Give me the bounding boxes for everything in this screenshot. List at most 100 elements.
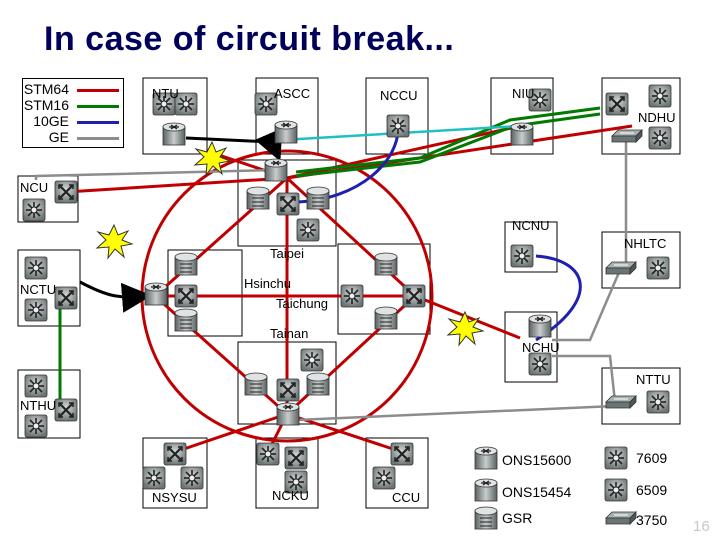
site-label-nchu: NCHU (522, 340, 560, 355)
switch-icon (24, 374, 48, 398)
legend-swatch (77, 137, 119, 140)
site-box-ndhu (601, 77, 681, 155)
site-label-ncnu: NCNU (512, 218, 550, 233)
ons15600-icon (474, 446, 498, 470)
switch-icon (648, 126, 672, 150)
switch-icon (24, 414, 48, 438)
gsr-icon (374, 252, 398, 276)
break-flash-icon (447, 311, 484, 346)
ons15454-icon (474, 478, 498, 502)
router-icon (401, 283, 427, 309)
gsr-icon (244, 372, 268, 396)
router-icon (53, 397, 79, 423)
device-legend-name: GSR (502, 510, 533, 526)
site-label-ccu: CCU (392, 490, 421, 505)
ons15600-icon (264, 158, 288, 182)
site-label-nhltc: NHLTC (624, 236, 667, 251)
site-box-nhltc (601, 231, 681, 289)
link-taipei-ncu-ge (34, 168, 277, 180)
10ge-links (295, 125, 582, 342)
link-taipei-niu-ndhu (295, 106, 601, 174)
router-icon (173, 283, 199, 309)
switch-icon (528, 352, 552, 376)
router-icon (275, 377, 301, 403)
site-label-nsysu: NSYSU (152, 490, 197, 505)
legend-swatch (77, 105, 119, 108)
device-legend-model: 6509 (636, 482, 668, 498)
switch-7609-icon (604, 446, 628, 470)
reroute-arrows (79, 128, 283, 313)
router-icon (53, 179, 79, 205)
legend-label: STM64 (23, 81, 69, 97)
link-taipei-ndhu-2 (295, 112, 601, 178)
link-nchu-nhltc (552, 269, 622, 342)
link-nchu-nttu (552, 354, 617, 403)
switch-3750-icon (605, 511, 637, 525)
site-box-nttu (601, 367, 681, 425)
router-icon (604, 91, 630, 117)
ons15454-icon (274, 120, 298, 144)
ge-links (34, 140, 628, 422)
switch-6509-icon (604, 478, 628, 502)
site-box-ncku (255, 437, 319, 509)
router-icon (389, 441, 415, 467)
site-box-ascc (255, 77, 319, 155)
hub-label-hsinchu: Hsinchu (244, 276, 291, 291)
switch-icon (510, 244, 534, 268)
legend-row-stm64: STM64 (23, 81, 121, 97)
gsr-icon (306, 372, 330, 396)
link-tainan-nsysu (174, 412, 288, 454)
device-legend-model: 3750 (636, 512, 668, 528)
router-icon (53, 285, 79, 311)
site-label-ndhu: NDHU (638, 110, 676, 125)
ons15454-icon (528, 314, 552, 338)
ons15454-icon (510, 122, 534, 146)
site-label-niu: NIU (512, 86, 535, 101)
gsr-icon (246, 186, 270, 210)
gsr-icon (611, 129, 643, 143)
legend-swatch (77, 121, 119, 124)
router-icon (283, 445, 309, 471)
switch-icon (646, 256, 670, 280)
site-label-nctu: NCTU (20, 282, 57, 297)
switch-icon (24, 298, 48, 322)
reroute-arrow-nctu (79, 280, 152, 313)
reroute-arrow-ntu (185, 128, 283, 162)
site-box-nctu (17, 249, 81, 327)
switch-icon (648, 84, 672, 108)
switch-icon (256, 442, 280, 466)
switch-icon (646, 390, 670, 414)
device-legend-name: ONS15454 (502, 484, 572, 500)
legend-label: STM16 (23, 97, 69, 113)
break-flash-icon (96, 224, 133, 259)
site-label-nthu: NTHU (20, 398, 57, 413)
ons15600-icon (276, 402, 300, 426)
switch-icon (22, 198, 46, 222)
site-label-ntu: NTU (152, 86, 179, 101)
gsr-icon (174, 308, 198, 332)
site-label-ncu: NCU (20, 180, 49, 195)
device-legend-model: 7609 (636, 450, 668, 466)
hub-label-taichung: Taichung (276, 296, 329, 311)
gsr-icon (174, 252, 198, 276)
switch-icon (180, 466, 204, 490)
link-tainan-nttu (295, 404, 616, 422)
legend-row-stm16: STM16 (23, 97, 121, 113)
legend-swatch (77, 89, 119, 92)
hub-label-tainan: Tainan (270, 326, 309, 341)
switch-icon (142, 466, 166, 490)
device-legend-name: ONS15600 (502, 452, 572, 468)
switch-icon (386, 114, 410, 138)
ons15454-icon (162, 122, 186, 146)
link-legend: STM64 STM16 10GE GE (22, 78, 124, 148)
link-taipei-ncu (65, 176, 288, 194)
hub-label-taipei: Taipei (270, 246, 304, 261)
legend-row-10ge: 10GE (25, 113, 121, 129)
site-box-ccu (365, 437, 429, 509)
site-box-nthu (17, 369, 81, 439)
gsr-icon (605, 261, 637, 275)
gsr-icon (306, 186, 330, 210)
legend-row-ge: GE (25, 129, 121, 145)
gsr-icon (374, 306, 398, 330)
